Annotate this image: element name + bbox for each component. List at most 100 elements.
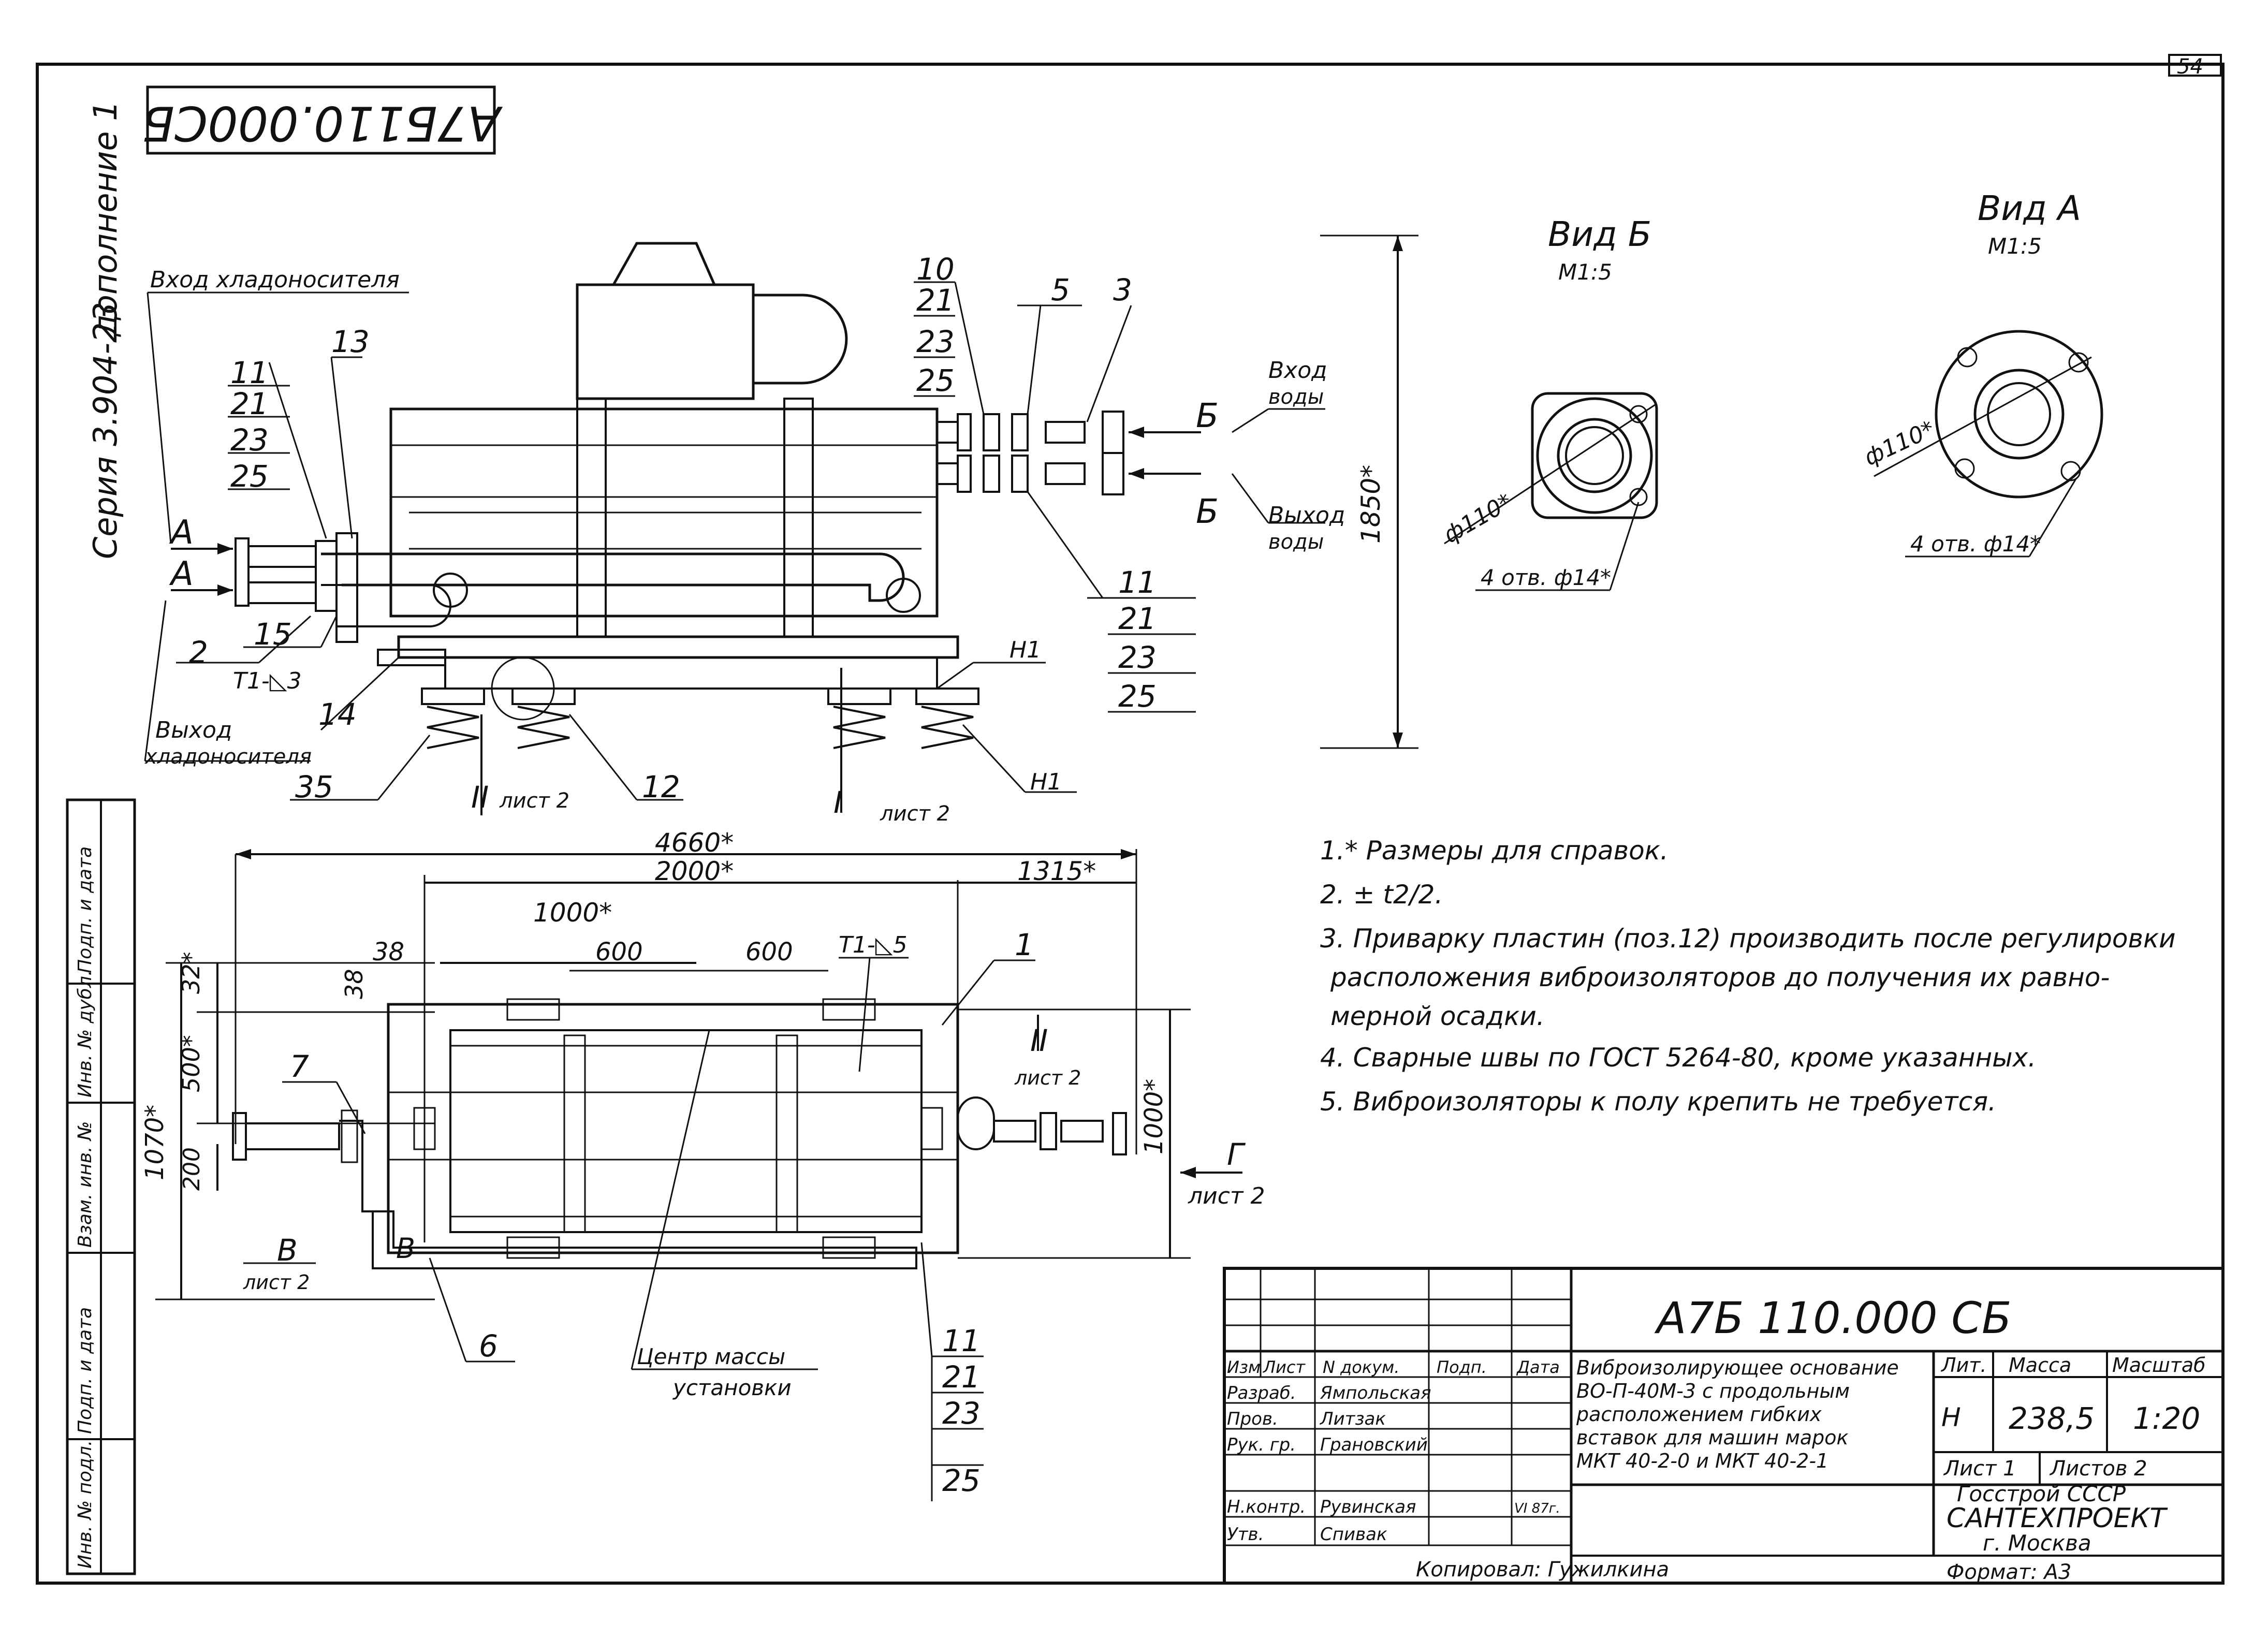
role-name: Ямпольская: [1320, 1383, 1431, 1403]
corner-number: 54: [2177, 55, 2203, 79]
note-line: 5. Виброизоляторы к полу крепить не треб…: [1320, 1087, 1996, 1117]
dim-38-top: 38: [373, 938, 404, 967]
supplement-label: дополнение 1: [86, 100, 124, 337]
note-line: 1.* Размеры для справок.: [1320, 836, 1669, 866]
motor-fan-hood: [611, 242, 716, 286]
title-name-line: расположением гибких: [1576, 1403, 1822, 1426]
dim-1315: 1315*: [1017, 856, 1096, 886]
sheet-ref-ii-plan-txt: лист 2: [1014, 1066, 1081, 1089]
note-line: расположения виброизоляторов до получени…: [1330, 962, 2110, 992]
plan-stack-item: 11: [942, 1323, 981, 1358]
dim-38-side: 38: [340, 969, 368, 999]
view-b-scale: М1:5: [1558, 259, 1612, 285]
dim-600-left: 600: [595, 938, 643, 967]
item-12-label: 12: [642, 769, 680, 804]
sheet-ref-ii-top: II: [471, 780, 489, 815]
title-org-line: г. Москва: [1983, 1530, 2091, 1556]
water-in-label-2: воды: [1268, 385, 1324, 409]
series-label: Серия 3.904-23: [86, 302, 124, 559]
title-org-line: САНТЕХПРОЕКТ: [1947, 1503, 2168, 1534]
water-in-label-1: Вход: [1268, 357, 1327, 384]
height-dimension: 1850*: [1356, 465, 1386, 544]
dim-1000: 1000*: [533, 898, 612, 928]
section-ref-v-small: В: [396, 1232, 415, 1265]
title-scale-value: 1:20: [2133, 1401, 2200, 1436]
title-block: [1223, 1267, 2225, 1585]
right-bottom-stack-item: 23: [1118, 640, 1157, 675]
plan-stack-item: 21: [942, 1359, 981, 1395]
dim-1070: 1070*: [140, 1105, 169, 1180]
view-arrow-g: Г: [1227, 1137, 1246, 1172]
view-arrow-g-txt: лист 2: [1188, 1183, 1265, 1209]
plan-stack-item: 25: [942, 1463, 981, 1498]
view-a-detail: [1874, 330, 2103, 558]
sheet-ref-ii-plan: II: [1030, 1023, 1048, 1058]
item-6-label: 6: [479, 1328, 498, 1364]
item-2-label: 2: [189, 635, 208, 670]
water-out-label-2: воды: [1268, 530, 1324, 554]
title-name-line: вставок для машин марок: [1576, 1426, 1849, 1449]
item-13-label: 13: [331, 324, 370, 359]
title-sheets-label: Листов 2: [2049, 1457, 2147, 1481]
vibration-isolators: [421, 656, 979, 749]
role-label: Разраб.: [1227, 1383, 1296, 1403]
title-head-date: Дата: [1516, 1357, 1560, 1377]
title-name-line: МКТ 40-2-0 и МКТ 40-2-1: [1576, 1450, 1828, 1472]
note-line: 3. Приварку пластин (поз.12) производить…: [1320, 924, 2176, 954]
role-label: Рук. гр.: [1227, 1435, 1296, 1455]
weld-mark-plan: Т1-◺5: [839, 932, 908, 958]
item-7-label: 7: [290, 1049, 309, 1084]
right-top-stack-item: 25: [916, 363, 955, 398]
dim-600-right: 600: [745, 938, 793, 967]
item-1-label: 1: [1015, 927, 1034, 962]
machine-body: [389, 407, 939, 618]
left-stack-item: 11: [230, 355, 269, 390]
sheet-format: Формат: А3: [1947, 1560, 2071, 1584]
stamp-label: Инв. № дубл.: [75, 970, 96, 1097]
section-ref-v-txt: лист 2: [243, 1271, 310, 1294]
outlet-coolant-label-2: хладоносителя: [144, 745, 312, 769]
view-a-scale: М1:5: [1988, 233, 2042, 259]
role-name: Грановский: [1320, 1435, 1428, 1455]
plan-stack-item: 23: [942, 1396, 981, 1431]
note-line: 4. Сварные швы по ГОСТ 5264-80, кроме ук…: [1320, 1043, 2036, 1073]
title-lit-label: Лит.: [1940, 1354, 1987, 1377]
right-top-stack-item: 21: [916, 283, 955, 318]
dim-200: 200: [179, 1147, 205, 1191]
role-label: Пров.: [1227, 1409, 1278, 1429]
code-box: [146, 85, 496, 155]
stamp-label: Инв. № подл.: [75, 1440, 96, 1569]
center-mass-label-2: установки: [672, 1375, 792, 1400]
corner-box: [2168, 54, 2222, 77]
title-scale-label: Масштаб: [2112, 1354, 2206, 1377]
left-stack-item: 23: [230, 422, 269, 458]
view-arrow-b2: Б: [1196, 493, 1219, 531]
title-org-line: Госстрой СССР: [1957, 1481, 2126, 1506]
note-line: 2. ± t2/2.: [1320, 880, 1443, 910]
left-stack-item: 21: [230, 386, 269, 421]
side-stamp: Подп. и дата Инв. № дубл. Взам. инв. № П…: [66, 798, 136, 1575]
title-lit-value: Н: [1941, 1402, 1961, 1432]
item-14-label: 14: [318, 697, 357, 732]
title-head-izm: Изм: [1227, 1357, 1261, 1377]
title-sheet-label: Лист 1: [1943, 1457, 2016, 1481]
coolant-pipe: [321, 552, 905, 602]
sheet-ref-ii-top-txt: лист 2: [499, 789, 569, 813]
item-5-label: 5: [1051, 272, 1070, 308]
view-a-title: Вид А: [1978, 188, 2081, 228]
sheet-ref-i-top: I: [833, 785, 842, 820]
motor-body: [576, 283, 755, 400]
sheet-ref-i-top-txt: лист 2: [880, 802, 950, 826]
title-head-doc: N докум.: [1323, 1357, 1399, 1377]
right-bottom-stack-item: 11: [1118, 565, 1157, 600]
weld-mark-top: Т1-◺3: [233, 668, 302, 694]
title-name-line: ВО-П-40М-3 с продольным: [1576, 1380, 1850, 1402]
right-top-stack-item: 23: [916, 324, 955, 359]
role-name: Рувинская: [1320, 1497, 1416, 1517]
item-3-label: 3: [1113, 272, 1132, 308]
stamp-label: Взам. инв. №: [75, 1121, 96, 1248]
sheet-border: [36, 63, 2225, 1585]
plan-frame: [387, 1003, 959, 1254]
copied-by: Копировал: Гужилкина: [1416, 1558, 1669, 1582]
